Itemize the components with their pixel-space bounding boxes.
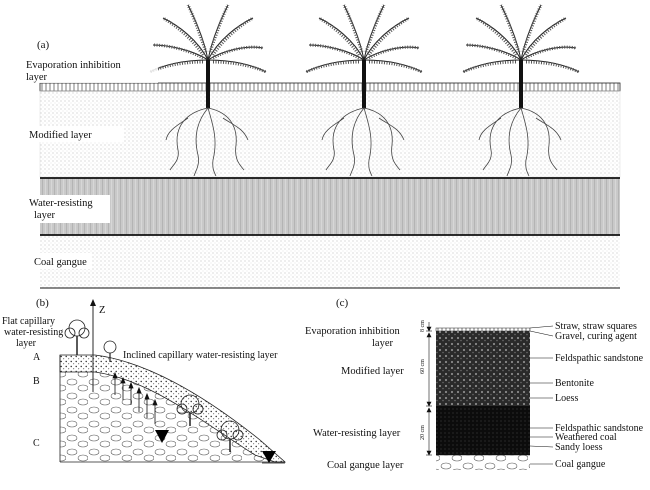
- c-evap-label-line1: Evaporation inhibition: [305, 326, 401, 337]
- inclined-layer-label: Inclined capillary water-resisting layer: [123, 350, 278, 361]
- water-resisting-layer-band: [40, 178, 620, 235]
- label-weathered-coal: Weathered coal: [555, 432, 617, 443]
- slope-gangue-body: [60, 372, 275, 462]
- panel-c-label: (c): [336, 297, 349, 309]
- label-gravel: Gravel, curing agent: [555, 331, 637, 342]
- water-resisting-column: [436, 406, 530, 455]
- water-table-marker-2: [262, 451, 276, 463]
- c-water-resisting-label: Water-resisting layer: [313, 428, 401, 439]
- z-axis-label: Z: [99, 305, 105, 316]
- water-table-marker-1: [155, 430, 169, 443]
- label-loess: Loess: [555, 393, 578, 404]
- flat-layer-label-line2: water-resisting: [4, 327, 63, 338]
- label-straw: Straw, straw squares: [555, 321, 637, 332]
- dimension-8cm: 8 cm: [420, 320, 426, 332]
- label-feldspathic-2: Feldspathic sandstone: [555, 423, 644, 434]
- water-resisting-label-line1: Water-resisting: [29, 198, 93, 209]
- panel-b: (b) Z Flat capillary water-resisting lay…: [2, 297, 287, 464]
- zone-b-label: B: [33, 376, 40, 387]
- tree-icon: [64, 319, 244, 452]
- coal-gangue-label: Coal gangue: [34, 257, 87, 268]
- modified-layer-band: [39, 90, 621, 178]
- zone-a-label: A: [33, 352, 41, 363]
- panel-c: 8 cm 60 cm 20 cm (c) Evaporation inhibit…: [305, 297, 644, 471]
- panel-a-label: (a): [37, 39, 50, 51]
- c-coal-gangue-label: Coal gangue layer: [327, 460, 404, 471]
- label-feldspathic-1: Feldspathic sandstone: [555, 353, 644, 364]
- coal-gangue-layer-band: [40, 236, 620, 288]
- evaporation-layer-label-line1: Evaporation inhibition: [26, 60, 122, 71]
- plant-3: [462, 4, 580, 177]
- label-sandy-loess: Sandy loess: [555, 442, 603, 453]
- coal-gangue-column: [436, 455, 530, 470]
- evaporation-layer-band: [39, 82, 621, 92]
- dimension-20cm: 20 cm: [420, 425, 426, 440]
- straw-layer: [435, 327, 531, 332]
- water-resisting-label-line2: layer: [34, 210, 55, 221]
- evaporation-layer-label-line2: layer: [26, 72, 47, 83]
- label-bentonite: Bentonite: [555, 378, 594, 389]
- modified-layer-label: Modified layer: [29, 130, 92, 141]
- label-coal-gangue: Coal gangue: [555, 459, 606, 470]
- flat-layer-label-line1: Flat capillary: [2, 316, 55, 327]
- c-modified-label: Modified layer: [341, 366, 404, 377]
- plant-2: [305, 4, 423, 177]
- zone-c-label: C: [33, 438, 40, 449]
- c-evap-label-line2: layer: [372, 338, 393, 349]
- panel-b-label: (b): [36, 297, 49, 309]
- modified-column: [436, 331, 530, 406]
- panel-a: (a) Evaporation inhibition layer Modifie…: [26, 4, 621, 289]
- flat-layer-label-line3: layer: [16, 338, 37, 349]
- dimension-60cm: 60 cm: [420, 359, 426, 374]
